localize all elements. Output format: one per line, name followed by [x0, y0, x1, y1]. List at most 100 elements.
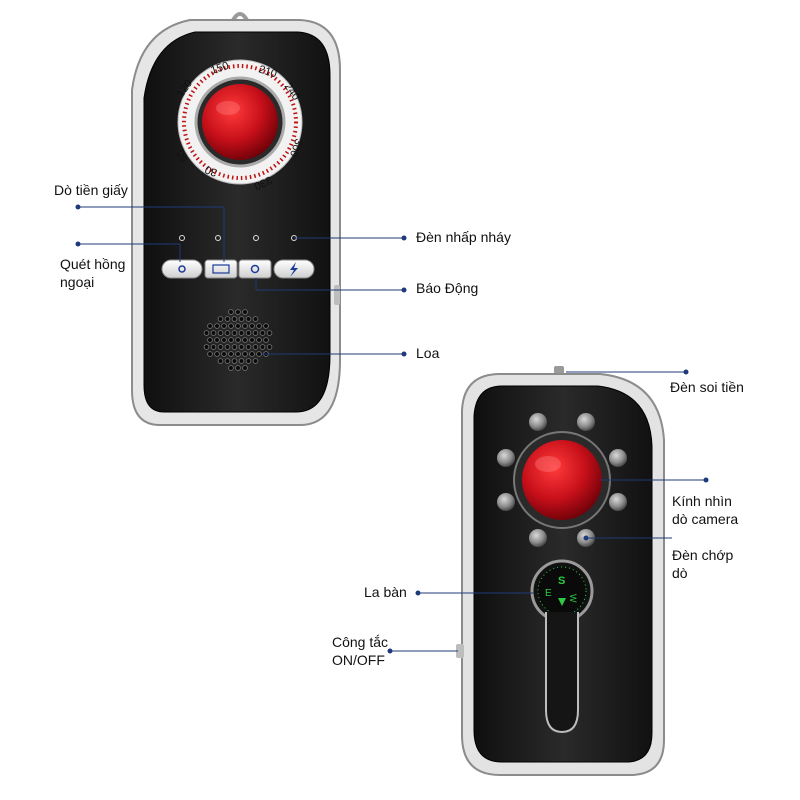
speaker-hole — [228, 351, 234, 357]
speaker-hole — [238, 330, 245, 336]
speaker-hole — [245, 344, 252, 350]
speaker-hole — [256, 323, 262, 329]
speaker-hole — [266, 344, 273, 350]
label-flashing-light: Đèn nhấp nháy — [416, 229, 511, 245]
detector-dial: 150 210 120 240 60 300 30 330 — [175, 59, 305, 192]
speaker-hole — [242, 309, 248, 315]
speaker-hole — [217, 344, 224, 350]
flash-led — [497, 449, 515, 467]
speaker-hole — [217, 330, 224, 336]
speaker-hole — [224, 344, 231, 350]
speaker-hole — [249, 323, 255, 329]
dial-number: 60 — [175, 148, 191, 164]
speaker-hole — [221, 351, 227, 357]
front-device: 150 210 120 240 60 300 30 330 — [131, 12, 341, 426]
speaker-hole — [210, 344, 217, 350]
front-leader-dots — [75, 204, 407, 357]
speaker-hole — [259, 344, 266, 350]
speaker-hole — [203, 330, 210, 336]
dial-number: 150 — [209, 60, 230, 77]
speaker-hole — [245, 358, 252, 364]
speaker-hole — [221, 337, 227, 343]
speaker-hole — [228, 337, 234, 343]
compass-letter: E — [545, 588, 552, 599]
speaker-hole — [242, 337, 248, 343]
compass: S E W — [530, 559, 594, 623]
flash-led — [609, 449, 627, 467]
speaker-hole — [242, 365, 248, 371]
function-buttons — [161, 259, 315, 279]
speaker-hole — [238, 358, 245, 364]
front-leader-lines — [78, 206, 404, 355]
camera-lens — [202, 84, 278, 160]
dial-number: 30 — [203, 163, 219, 178]
speaker-hole — [231, 344, 238, 350]
speaker-hole — [231, 316, 238, 322]
infrared-scan-button[interactable] — [161, 259, 203, 279]
speaker-hole — [214, 337, 220, 343]
speaker-grille — [203, 309, 273, 371]
banknote-icon — [212, 264, 230, 274]
speaker-hole — [203, 344, 210, 350]
alarm-button[interactable] — [238, 259, 272, 279]
power-switch[interactable] — [456, 644, 464, 658]
label-speaker: Loa — [416, 345, 440, 361]
label-infrared-scan-line2: ngoại — [60, 274, 95, 290]
label-money-light: Đèn soi tiền — [670, 379, 744, 395]
flash-led — [577, 413, 595, 431]
indicator-leds — [179, 235, 297, 241]
label-flash-detect-line1: Đèn chớp — [672, 547, 734, 563]
label-money-detect: Dò tiền giấy — [54, 182, 128, 198]
speaker-hole — [263, 323, 269, 329]
speaker-hole — [214, 323, 220, 329]
sun-icon — [178, 265, 186, 273]
compass-letter: W — [568, 594, 578, 603]
speaker-hole — [210, 330, 217, 336]
speaker-hole — [242, 351, 248, 357]
label-viewing-lens-line2: dò camera — [672, 511, 739, 527]
flash-led — [497, 493, 515, 511]
speaker-hole — [224, 330, 231, 336]
speaker-hole — [217, 358, 224, 364]
speaker-hole — [263, 337, 269, 343]
speaker-hole — [256, 337, 262, 343]
lightning-icon — [290, 262, 298, 277]
speaker-hole — [235, 337, 241, 343]
back-leader-dots — [387, 369, 709, 654]
label-power-switch-line1: Công tắc — [332, 634, 389, 650]
speaker-hole — [245, 316, 252, 322]
alarm-icon — [250, 264, 260, 274]
money-detect-button[interactable] — [204, 259, 238, 279]
dial-number: 210 — [257, 63, 278, 80]
speaker-hole — [224, 358, 231, 364]
speaker-hole — [256, 351, 262, 357]
speaker-hole — [238, 344, 245, 350]
speaker-hole — [231, 358, 238, 364]
speaker-hole — [207, 351, 213, 357]
flash-led — [529, 529, 547, 547]
speaker-hole — [217, 316, 224, 322]
speaker-hole — [242, 323, 248, 329]
speaker-hole — [221, 323, 227, 329]
label-viewing-lens-line1: Kính nhìn — [672, 493, 732, 509]
speaker-hole — [249, 351, 255, 357]
speaker-hole — [252, 344, 259, 350]
compass-letter: S — [558, 575, 565, 587]
speaker-hole — [266, 330, 273, 336]
speaker-hole — [228, 309, 234, 315]
speaker-hole — [252, 330, 259, 336]
label-infrared-scan-line1: Quét hồng — [60, 256, 126, 272]
money-light-slot — [545, 612, 579, 734]
led-ring — [497, 413, 627, 547]
flash-button[interactable] — [273, 259, 315, 279]
flash-led — [609, 493, 627, 511]
label-compass: La bàn — [364, 584, 407, 600]
speaker-hole — [235, 323, 241, 329]
camera-viewing-lens — [522, 440, 602, 520]
side-nub — [334, 285, 340, 305]
speaker-hole — [238, 316, 245, 322]
speaker-hole — [231, 330, 238, 336]
dial-number: 300 — [287, 137, 305, 158]
speaker-hole — [235, 309, 241, 315]
label-alarm: Báo Động — [416, 280, 479, 296]
